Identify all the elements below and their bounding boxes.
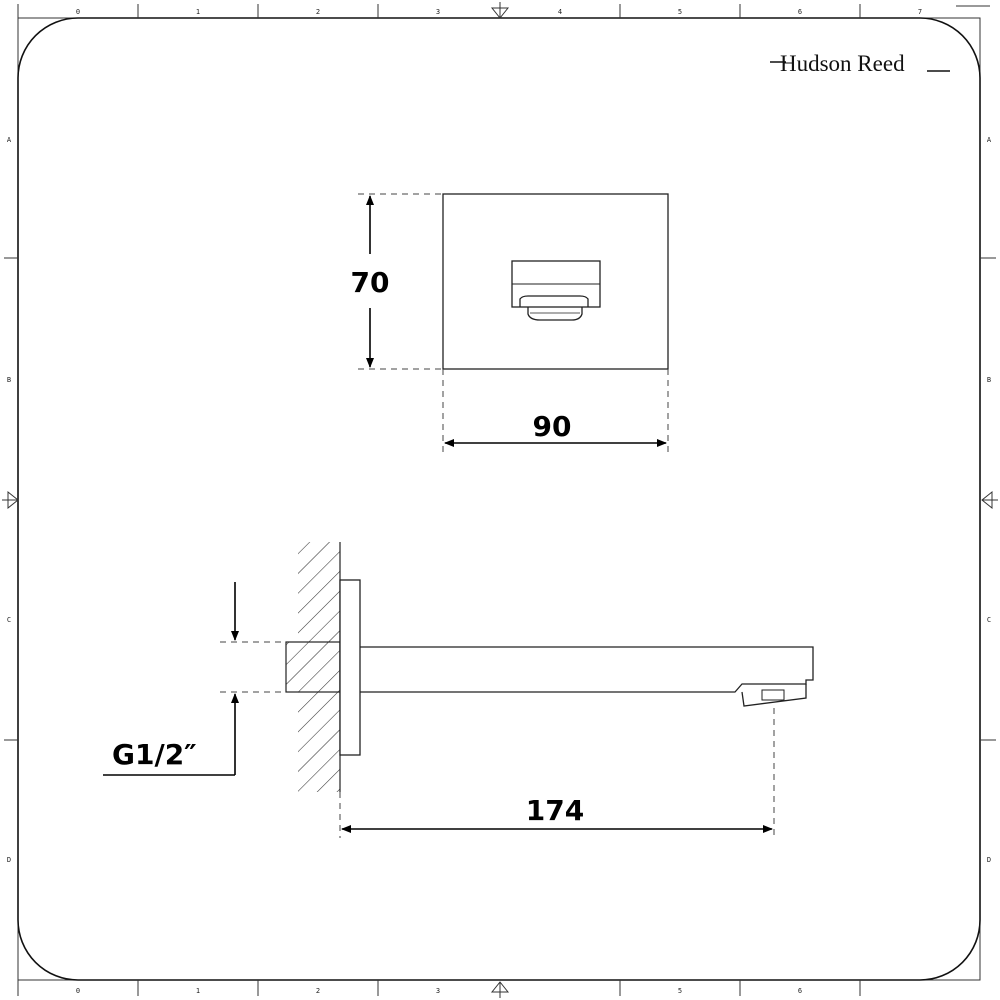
row-label: A [7, 136, 12, 144]
row-label: D [7, 856, 11, 864]
column-labels: 0 1 2 3 4 5 6 7 0 1 2 3 5 6 [76, 8, 922, 995]
column-label: 5 [678, 987, 682, 995]
dimension-height-label: 70 [351, 266, 390, 299]
column-label: 7 [918, 8, 922, 16]
column-label: 3 [436, 8, 440, 16]
brand-name: Hudson Reed [780, 51, 905, 76]
row-labels: A B C D A B C D [7, 136, 992, 864]
wall-section [298, 692, 340, 792]
dimension-width-label: 90 [533, 410, 572, 443]
wall-plate-side [339, 579, 361, 756]
column-label: 0 [76, 8, 80, 16]
column-label: 2 [316, 987, 320, 995]
dimension-height: 70 [351, 193, 443, 370]
spout-nozzle [741, 684, 807, 707]
front-view [442, 193, 669, 370]
spout-body [360, 646, 814, 693]
column-label: 3 [436, 987, 440, 995]
dimension-thread-label: G1/2″ [112, 738, 197, 771]
grid-frame [17, 17, 981, 981]
row-label: D [987, 856, 991, 864]
side-view [285, 542, 814, 792]
threaded-inlet [285, 641, 341, 693]
row-label: C [987, 616, 991, 624]
dimension-projection-label: 174 [526, 794, 584, 827]
row-label: C [7, 616, 11, 624]
column-label: 1 [196, 8, 200, 16]
brand-logo: Hudson Reed [770, 51, 950, 76]
dimension-width: 90 [442, 369, 669, 456]
dimension-thread: G1/2″ [103, 582, 286, 776]
wall-section [298, 542, 340, 642]
row-label: B [987, 376, 991, 384]
wall-plate-outline [442, 193, 669, 370]
column-label: 4 [558, 8, 562, 16]
outlet-nozzle [519, 295, 589, 307]
column-label: 6 [798, 8, 802, 16]
column-label: 6 [798, 987, 802, 995]
column-label: 2 [316, 8, 320, 16]
grid-ticks [4, 4, 996, 996]
row-label: A [987, 136, 992, 144]
dimension-projection: 174 [339, 708, 775, 838]
column-label: 0 [76, 987, 80, 995]
column-label: 1 [196, 987, 200, 995]
column-label: 5 [678, 8, 682, 16]
row-label: B [7, 376, 11, 384]
